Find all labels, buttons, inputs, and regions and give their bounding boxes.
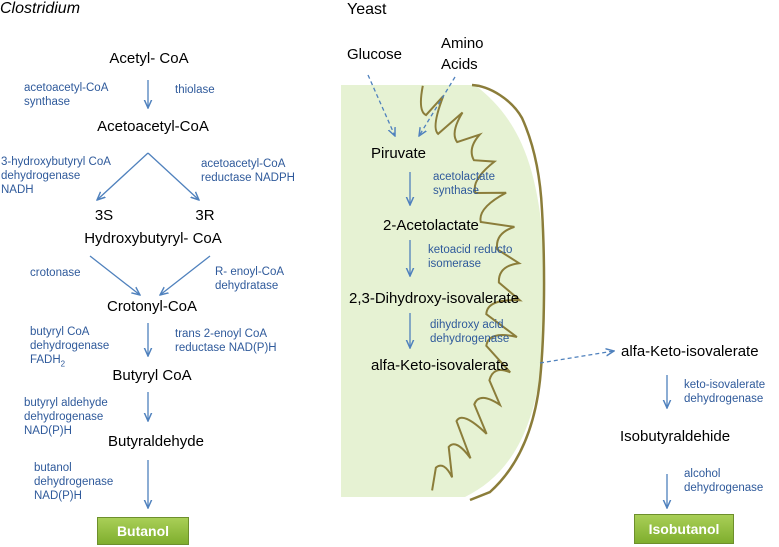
enzyme-acetolactate-synthase: acetolactate synthase <box>433 171 496 197</box>
stereo-3r-label: 3R <box>195 207 215 224</box>
enzyme-alcohol-dehydrogenase: alcohol dehydrogenase <box>684 468 764 494</box>
arrow-acetoacetyl-to-3s <box>97 152 149 200</box>
metabolite-acetyl-coa: Acetyl- CoA <box>109 50 189 67</box>
clostridium-arrows <box>89 80 211 508</box>
metabolite-crotonyl-coa: Crotonyl-CoA <box>106 298 198 315</box>
enzyme-butyryl-dehydrogenase: butyryl CoA dehydrogenase FADH2 <box>30 326 110 369</box>
mitochondrion-cristae <box>419 85 523 491</box>
metabolite-dihydroxy-isovalerate: 2,3-Dihydroxy-isovalerate <box>349 290 520 307</box>
arrow-3s-to-crotonyl <box>89 255 140 295</box>
enzyme-butyryl-aldehyde-dehydrogenase: butyryl aldehyde dehydrogenase NAD(P)H <box>24 397 108 437</box>
metabolite-butyryl-coa: Butyryl CoA <box>112 367 192 384</box>
enzyme-acetoacetyl-synthase: acetoacetyl-CoA synthase <box>24 82 109 108</box>
clostridium-title: Clostridium <box>0 0 81 17</box>
yeast-arrows <box>367 74 667 508</box>
enzyme-keto-isovalerate-dehydrogenase: keto-isovalerate dehydrogenase <box>684 379 766 405</box>
metabolite-butyraldehyde: Butyraldehyde <box>108 433 204 450</box>
arrow-export-ketoisovalerate <box>539 351 614 364</box>
enzyme-thiolase: thiolase <box>175 84 215 96</box>
mitochondrion-membrane <box>469 83 546 502</box>
enzyme-ketoacid-reductoisomerase: ketoacid reducto isomerase <box>428 244 513 270</box>
metabolite-piruvate: Piruvate <box>371 145 427 162</box>
product-butanol-label: Butanol <box>116 523 170 539</box>
product-isobutanol-box: Isobutanol <box>634 514 734 544</box>
metabolite-isobutyraldehide: Isobutyraldehide <box>620 428 731 445</box>
metabolite-keto-isovalerate-matrix: alfa-Keto-isovalerate <box>371 357 509 374</box>
metabolite-hydroxybutyryl-coa: Hydroxybutyryl- CoA <box>84 230 222 247</box>
enzyme-acetoacetyl-reductase: acetoacetyl-CoA reductase NADPH <box>201 158 295 184</box>
mitochondrion-matrix <box>341 85 545 497</box>
stereo-3s-label: 3S <box>94 207 114 224</box>
enzyme-crotonase: crotonase <box>30 267 81 279</box>
product-isobutanol-label: Isobutanol <box>648 521 720 537</box>
metabolite-amino-acids: Amino Acids <box>441 35 484 73</box>
enzyme-dihydroxy-acid-dehydrogenase: dihydroxy acid dehydrogenase <box>430 319 510 345</box>
product-butanol-box: Butanol <box>97 517 189 545</box>
metabolite-acetoacetyl-coa: Acetoacetyl-CoA <box>97 118 209 135</box>
yeast-title: Yeast <box>347 1 387 18</box>
metabolite-keto-isovalerate-cytosol: alfa-Keto-isovalerate <box>621 343 759 360</box>
arrow-3r-to-crotonyl <box>160 255 211 295</box>
arrow-aminoacids-to-piruvate <box>419 76 456 136</box>
metabolite-2-acetolactate: 2-Acetolactate <box>383 217 479 234</box>
enzyme-butanol-dehydrogenase: butanol dehydrogenase NAD(P)H <box>34 462 114 502</box>
enzyme-enoyl-dehydratase: R- enoyl-CoA dehydratase <box>215 266 285 292</box>
enzyme-trans-enoyl-reductase: trans 2-enoyl CoA reductase NAD(P)H <box>175 328 277 354</box>
metabolite-glucose: Glucose <box>347 46 403 63</box>
fadh-subscript: 2 <box>60 359 66 369</box>
enzyme-hydroxybutyryl-dehydrogenase: 3-hydroxybutyryl CoA dehydrogenase NADH <box>1 156 111 196</box>
arrow-acetoacetyl-to-3r <box>147 152 199 200</box>
